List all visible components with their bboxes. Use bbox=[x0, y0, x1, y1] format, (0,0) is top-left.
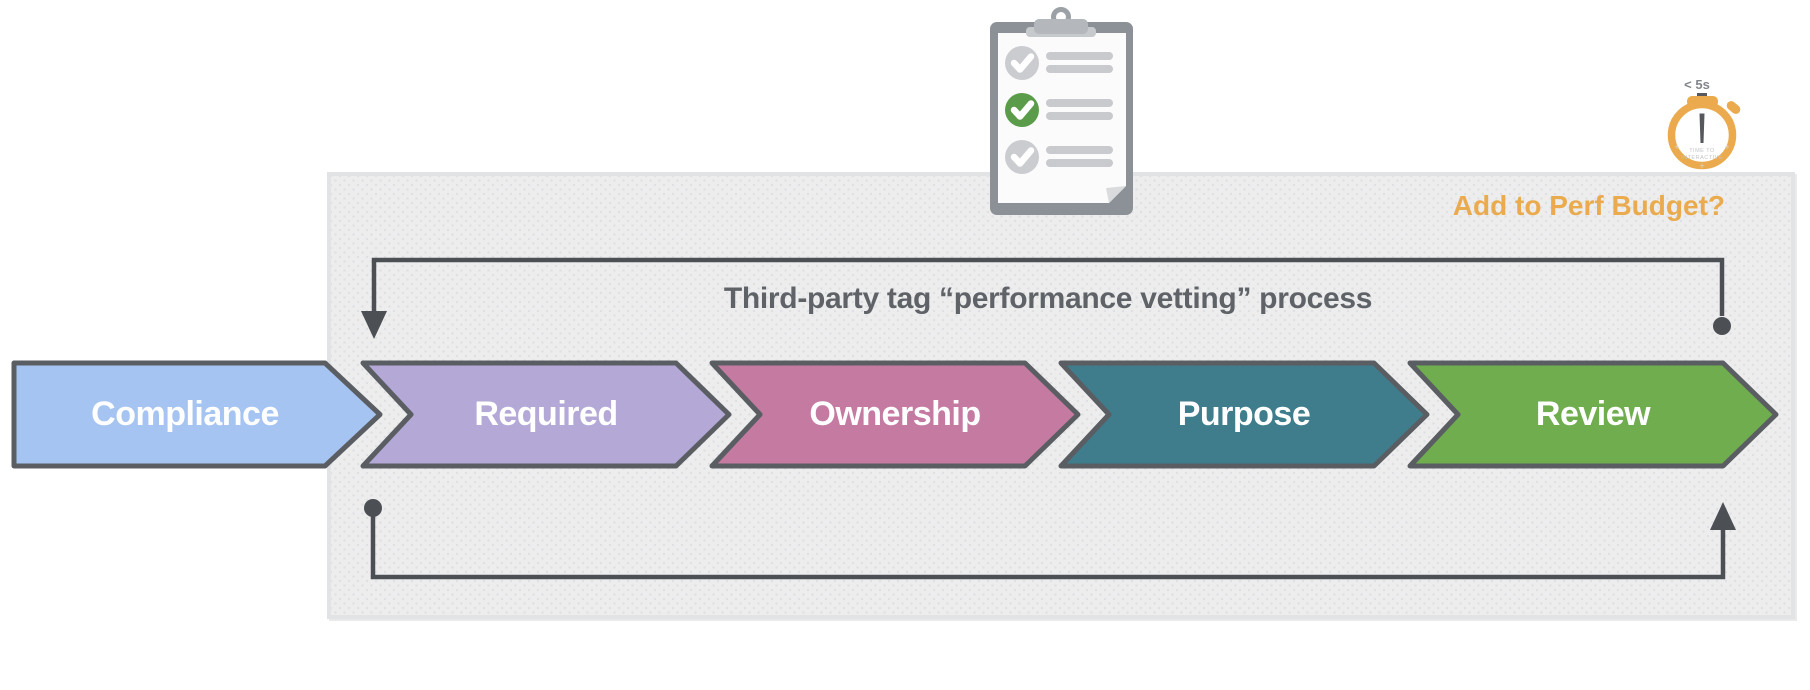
clipboard-clip bbox=[1034, 19, 1088, 34]
loop-top bbox=[361, 257, 1731, 339]
list-line bbox=[1046, 99, 1113, 107]
loop-top-line bbox=[371, 257, 1725, 316]
clipboard-icon bbox=[990, 7, 1133, 215]
stage-arrow-ownership bbox=[709, 360, 1081, 469]
stage-label-purpose: Purpose bbox=[1177, 395, 1311, 433]
list-line bbox=[1046, 159, 1113, 167]
list-line bbox=[1046, 146, 1113, 154]
stopwatch-dial-label: TIME TO bbox=[1689, 148, 1715, 154]
loop-bottom bbox=[364, 499, 1736, 580]
stopwatch-needle bbox=[1699, 113, 1705, 143]
dial-tick: + bbox=[1674, 142, 1679, 152]
checklist-item bbox=[1005, 46, 1113, 80]
loop-bottom-line bbox=[370, 508, 1726, 580]
stopwatch-nub bbox=[1726, 101, 1741, 114]
checkmark-icon bbox=[1010, 100, 1035, 120]
loop-top-start-dot bbox=[1713, 317, 1731, 335]
stage-arrow-purpose bbox=[1058, 360, 1430, 469]
perf-budget-question: Add to Perf Budget? bbox=[1452, 190, 1725, 221]
stage-label-review: Review bbox=[1535, 395, 1651, 433]
stage-arrow-compliance bbox=[11, 360, 383, 469]
checklist-item bbox=[1005, 93, 1113, 127]
list-line bbox=[1046, 112, 1113, 120]
stopwatch-badge: < 5s bbox=[1684, 77, 1710, 92]
stopwatch-icon: < 5s TIME TO INTERACTIVE + + + bbox=[1667, 77, 1741, 171]
checkmark-icon bbox=[1010, 53, 1035, 73]
loop-bottom-arrowhead-icon bbox=[1710, 502, 1736, 530]
stopwatch-dial-label: INTERACTIVE bbox=[1681, 155, 1723, 161]
process-title: Third-party tag “performance vetting” pr… bbox=[723, 282, 1373, 315]
list-line bbox=[1046, 52, 1113, 60]
checklist-item bbox=[1005, 140, 1113, 174]
stage-label-compliance: Compliance bbox=[91, 395, 279, 433]
loop-top-arrowhead-icon bbox=[361, 311, 387, 339]
list-line bbox=[1046, 65, 1113, 73]
stage-label-ownership: Ownership bbox=[809, 395, 981, 433]
dial-tick: + bbox=[1699, 161, 1704, 171]
clipboard-paper-fold bbox=[1106, 186, 1126, 203]
checkmark-icon bbox=[1010, 147, 1035, 167]
dial-tick: + bbox=[1724, 142, 1729, 152]
stage-arrows bbox=[11, 360, 1779, 469]
stage-label-required: Required bbox=[474, 395, 618, 433]
stage-arrow-required bbox=[360, 360, 732, 469]
stage-arrow-review bbox=[1407, 360, 1779, 469]
